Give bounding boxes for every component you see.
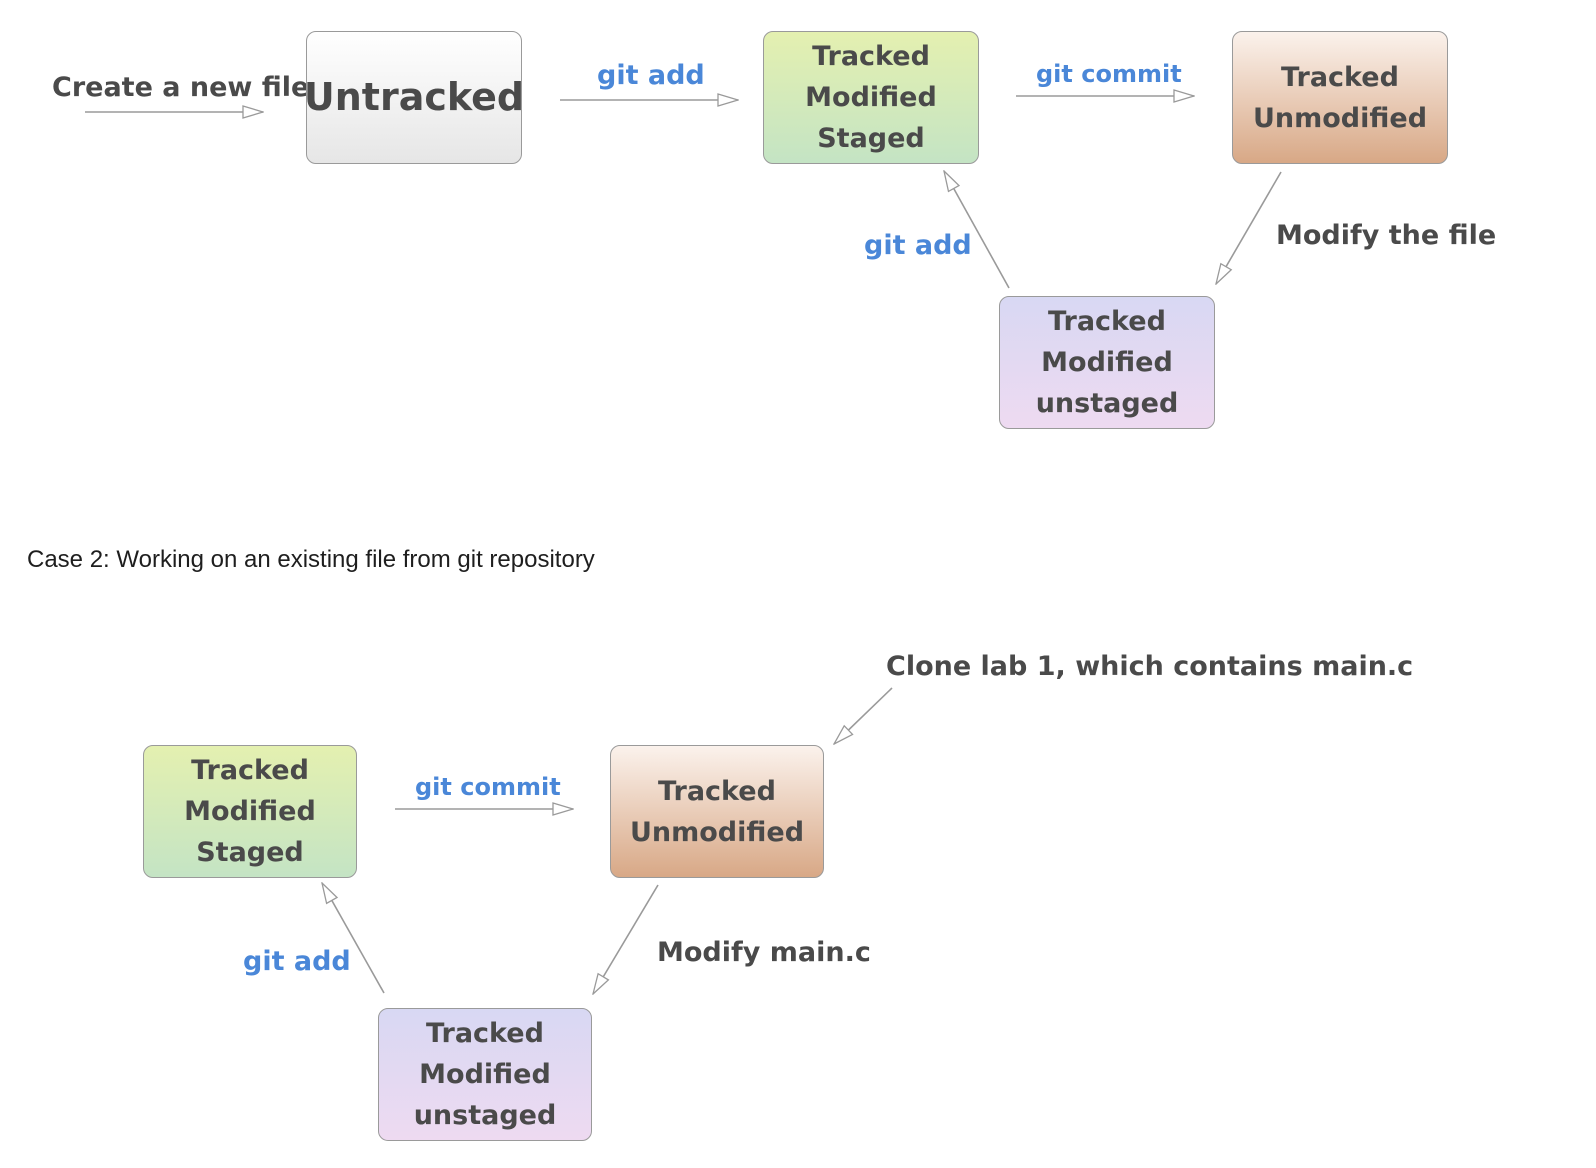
modify-main-c-label: Modify main.c [657, 937, 871, 968]
modify-the-file-label: Modify the file [1276, 220, 1497, 251]
git-add-label-3: git add [243, 946, 351, 977]
unstaged-line-2: Modified [1041, 347, 1173, 378]
case-2-caption: Case 2: Working on an existing file from… [27, 546, 595, 573]
unmodified-line-1: Tracked [1281, 61, 1399, 93]
git-commit-label-2: git commit [415, 773, 561, 801]
unstaged-line-2: Modified [419, 1059, 551, 1090]
staged-line-2: Modified [805, 82, 937, 113]
unstaged-line-3: unstaged [1035, 388, 1179, 419]
modify-arrow-2 [593, 884, 659, 994]
staged-line-1: Tracked [191, 755, 309, 786]
untracked-label: Untracked [303, 75, 525, 119]
staged-state-box-1: Tracked Modified Staged [763, 31, 979, 164]
staged-line-3: Staged [196, 837, 304, 868]
git-add-label-1: git add [597, 60, 705, 91]
unstaged-line-1: Tracked [426, 1018, 544, 1049]
unmodified-line-2: Unmodified [1252, 102, 1428, 134]
modify-arrow-1 [1216, 171, 1282, 284]
git-add-arrow-3 [322, 883, 385, 994]
unmodified-state-box-2: Tracked Unmodified [610, 745, 824, 878]
git-add-arrow-2 [944, 171, 1010, 289]
staged-line-3: Staged [817, 123, 925, 154]
unmodified-state-box-1: Tracked Unmodified [1232, 31, 1448, 164]
unmodified-line-1: Tracked [658, 775, 776, 807]
git-commit-label-1: git commit [1036, 60, 1182, 88]
staged-line-1: Tracked [812, 41, 930, 72]
git-add-label-2: git add [864, 230, 972, 261]
staged-line-2: Modified [184, 796, 316, 827]
unmodified-line-2: Unmodified [629, 816, 805, 848]
create-new-file-label: Create a new file [52, 72, 310, 103]
staged-state-box-2: Tracked Modified Staged [143, 745, 357, 878]
clone-lab-label: Clone lab 1, which contains main.c [886, 651, 1414, 682]
unstaged-state-box-2: Tracked Modified unstaged [378, 1008, 592, 1141]
unstaged-line-3: unstaged [413, 1100, 557, 1131]
unstaged-line-1: Tracked [1048, 306, 1166, 337]
unstaged-state-box-1: Tracked Modified unstaged [999, 296, 1215, 429]
untracked-state-box: Untracked [303, 31, 525, 164]
clone-arrow [834, 687, 893, 744]
